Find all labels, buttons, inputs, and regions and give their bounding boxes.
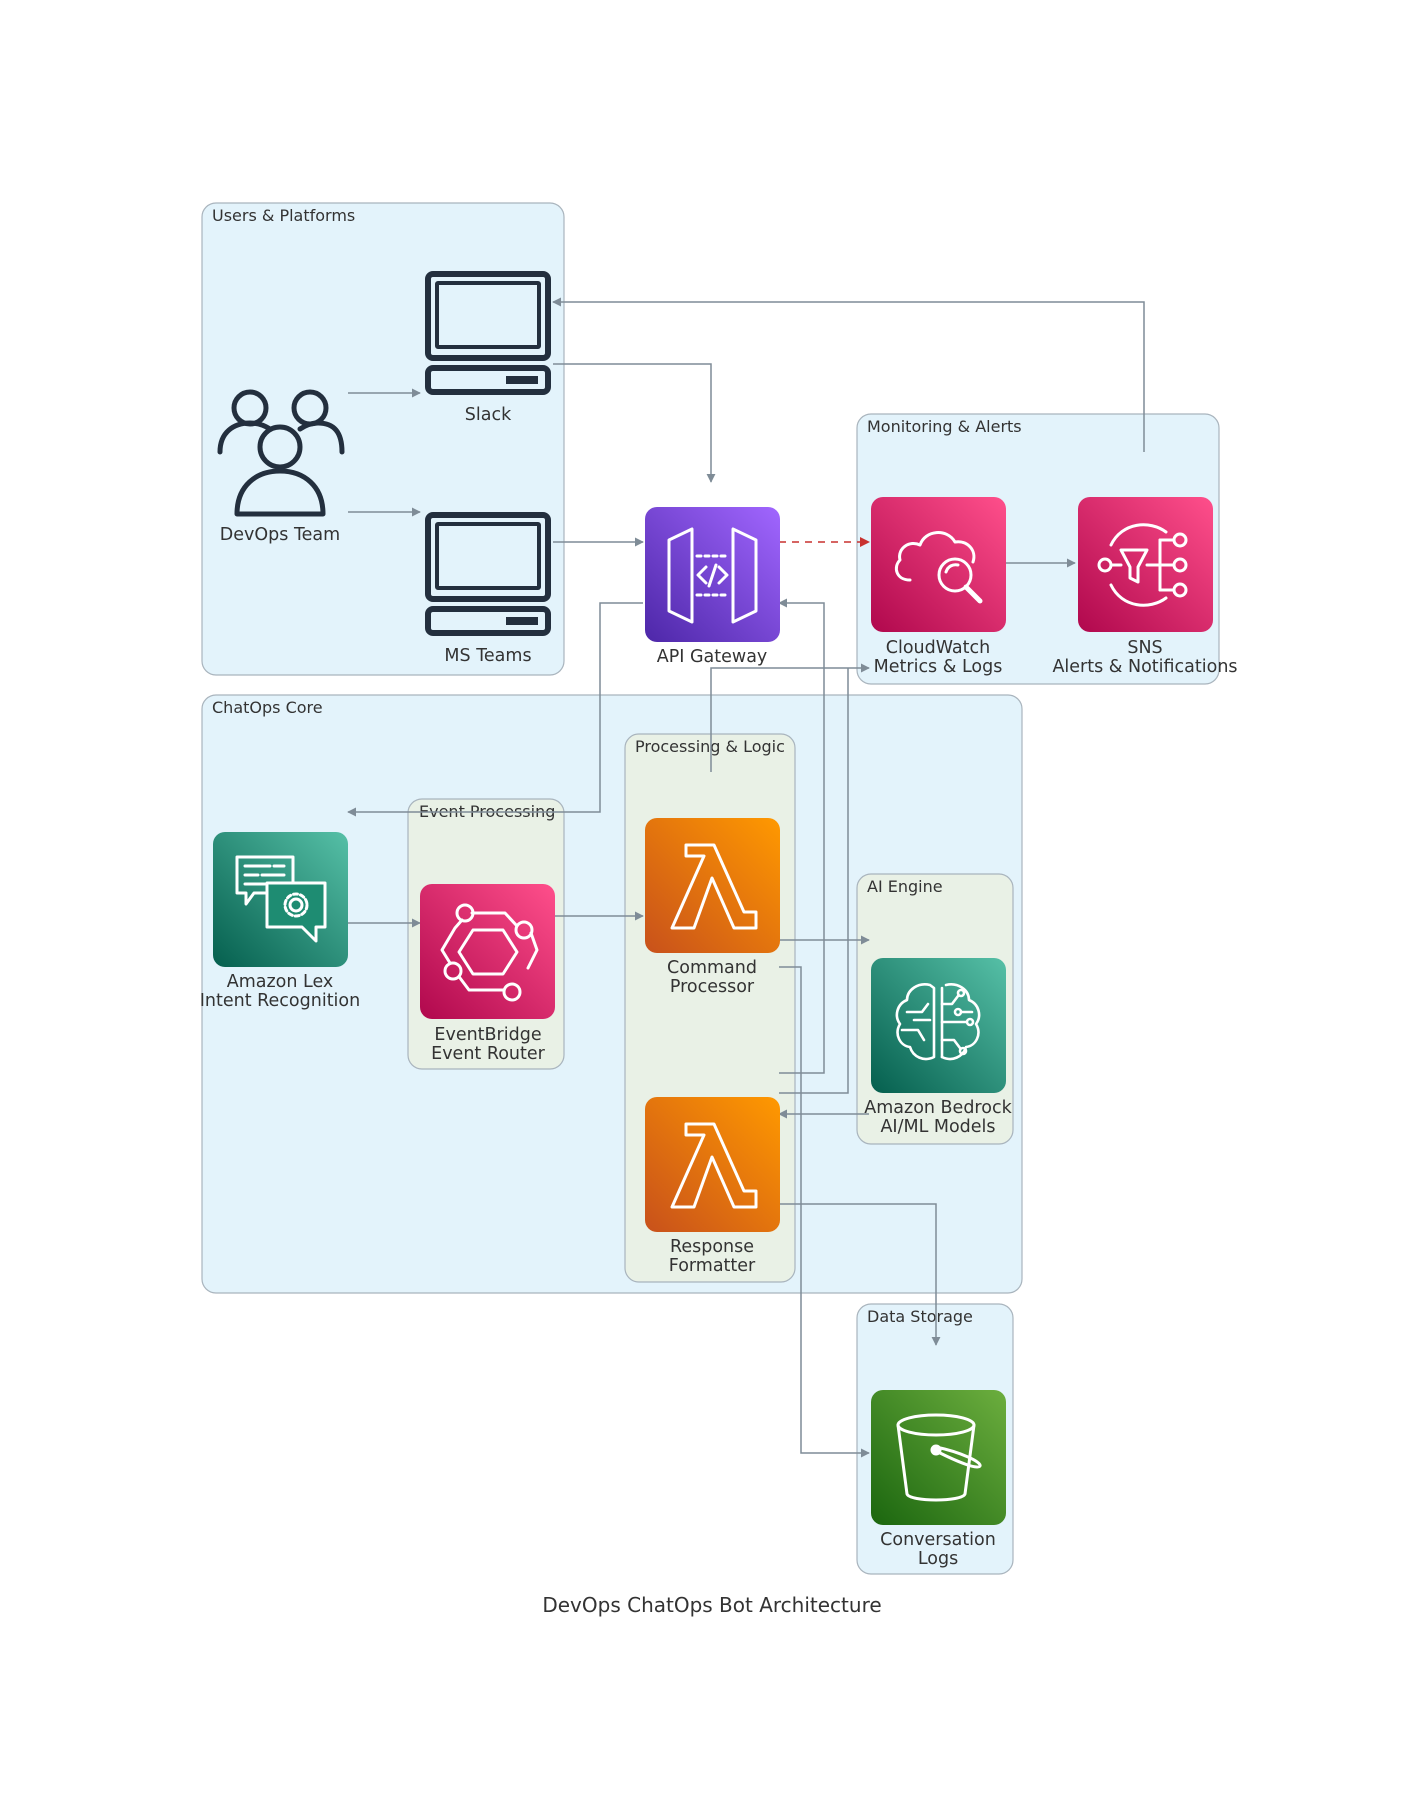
label-sns-2: Alerts & Notifications: [1052, 657, 1237, 677]
bedrock-icon: [895, 983, 981, 1061]
cluster-label-monitoring: Monitoring & Alerts: [867, 417, 1022, 436]
node-devops-team[interactable]: DevOps Team: [217, 389, 345, 545]
edge-formatter-logs: [779, 1203, 941, 1346]
label-msteams: MS Teams: [444, 646, 531, 666]
label-bedrock-2: AI/ML Models: [880, 1117, 995, 1137]
node-conversation-logs[interactable]: Conversation Logs: [871, 1390, 1006, 1569]
edge-command-logs: [779, 966, 870, 1458]
label-command-1: Command: [667, 958, 757, 978]
edge-sns-slack: [552, 297, 1145, 452]
node-amazon-bedrock[interactable]: Amazon Bedrock AI/ML Models: [864, 958, 1013, 1137]
label-bedrock-1: Amazon Bedrock: [864, 1098, 1012, 1118]
eventbridge-icon: [440, 903, 539, 1002]
node-amazon-lex[interactable]: Amazon Lex Intent Recognition: [200, 832, 360, 1011]
cluster-label-core: ChatOps Core: [212, 698, 323, 717]
node-response-formatter[interactable]: Response Formatter: [645, 1097, 780, 1276]
lambda-icon: [670, 843, 758, 930]
eventbridge-tile: [420, 884, 555, 1019]
label-api-gateway: API Gateway: [657, 647, 768, 667]
edge-slack-apigw: [553, 363, 716, 483]
label-eventbridge-1: EventBridge: [434, 1025, 541, 1045]
s3-bucket-icon: [896, 1413, 982, 1502]
label-devops-team: DevOps Team: [220, 525, 340, 545]
cluster-label-processing: Processing & Logic: [635, 737, 785, 756]
sns-tile: [1078, 497, 1213, 632]
cluster-label-ai: AI Engine: [867, 877, 943, 896]
lambda-icon: [670, 1122, 758, 1209]
node-msteams[interactable]: MS Teams: [425, 512, 551, 666]
diagram-title: DevOps ChatOps Bot Architecture: [542, 1593, 881, 1617]
edges: [347, 297, 1145, 1458]
label-eventbridge-2: Event Router: [431, 1044, 545, 1064]
client-computer-icon: [425, 512, 551, 636]
cluster-chatops-core: ChatOps Core: [201, 694, 1023, 1294]
label-command-2: Processor: [670, 977, 755, 997]
lambda-tile-command: [645, 818, 780, 953]
api-gateway-icon: [667, 527, 758, 624]
label-cloudwatch-1: CloudWatch: [886, 638, 990, 658]
cloudwatch-tile: [871, 497, 1006, 632]
label-slack: Slack: [465, 405, 512, 425]
label-lex-2: Intent Recognition: [200, 991, 360, 1011]
edge-command-cloudwatch: [710, 663, 870, 772]
cloudwatch-icon: [894, 531, 983, 604]
edge-formatter-apigw: [778, 598, 825, 1074]
node-cloudwatch[interactable]: CloudWatch Metrics & Logs: [871, 497, 1006, 677]
label-cloudwatch-2: Metrics & Logs: [874, 657, 1003, 677]
label-formatter-1: Response: [670, 1237, 754, 1257]
node-command-processor[interactable]: Command Processor: [645, 818, 780, 997]
s3-tile: [871, 1390, 1006, 1525]
client-computer-icon: [425, 271, 551, 395]
label-logs-2: Logs: [918, 1549, 958, 1569]
users-icon: [217, 389, 345, 517]
label-sns-1: SNS: [1127, 638, 1162, 658]
label-logs-1: Conversation: [880, 1530, 996, 1550]
label-formatter-2: Formatter: [669, 1256, 756, 1276]
edge-apigw-lex: [347, 602, 643, 817]
sns-icon: [1097, 523, 1188, 607]
cluster-users-platforms: Users & Platforms: [201, 202, 565, 676]
lambda-tile-formatter: [645, 1097, 780, 1232]
edge-formatter-cloudwatch: [779, 668, 849, 1094]
node-api-gateway[interactable]: API Gateway: [645, 507, 780, 667]
node-sns[interactable]: SNS Alerts & Notifications: [1052, 497, 1238, 677]
lex-icon: [235, 855, 327, 943]
node-eventbridge[interactable]: EventBridge Event Router: [420, 884, 555, 1064]
cluster-label-users: Users & Platforms: [212, 206, 355, 225]
label-lex-1: Amazon Lex: [227, 972, 334, 992]
node-slack[interactable]: Slack: [425, 271, 551, 425]
bedrock-tile: [871, 958, 1006, 1093]
cluster-label-storage: Data Storage: [867, 1307, 973, 1326]
